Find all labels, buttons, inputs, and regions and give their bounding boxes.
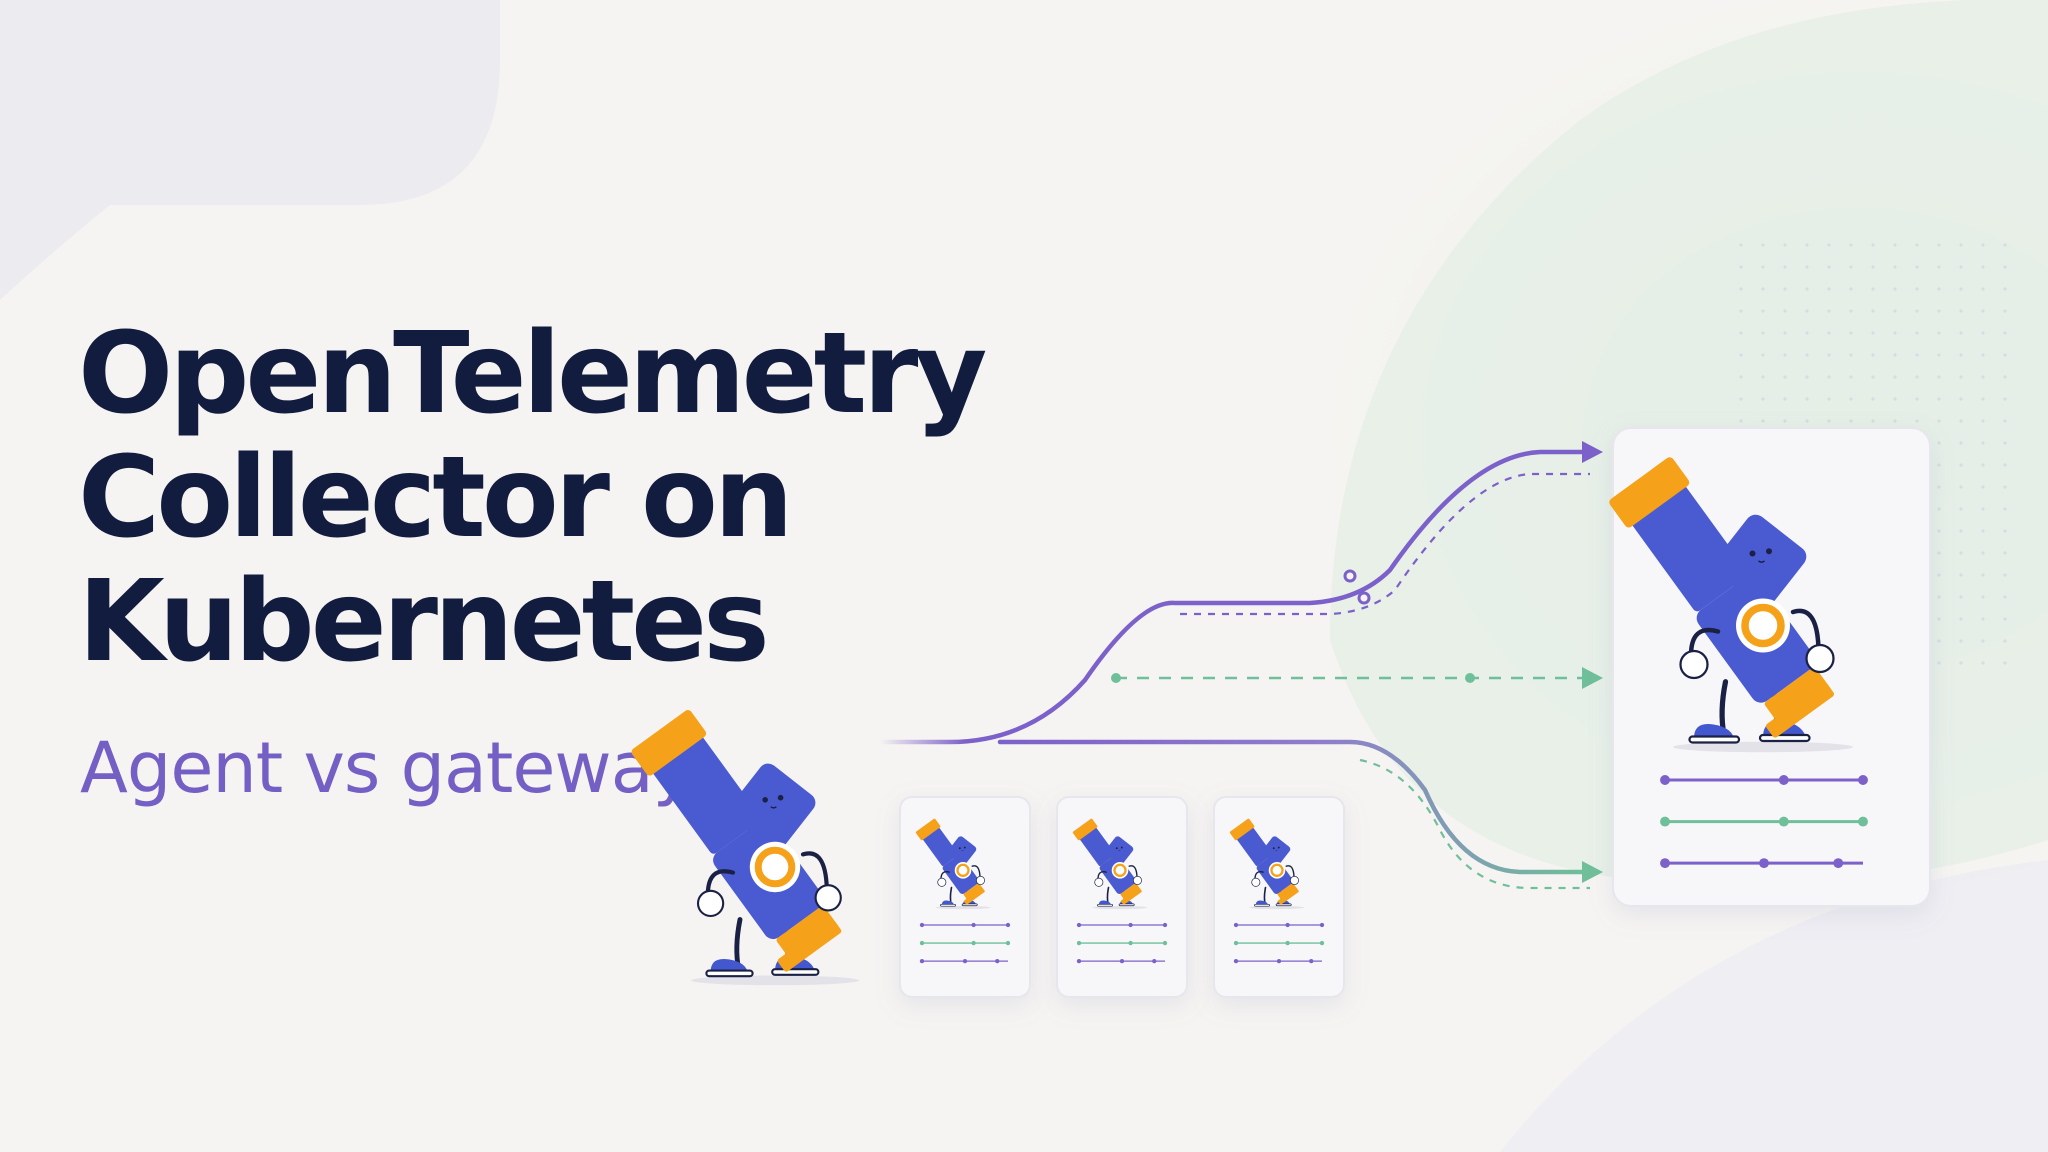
purple-flow-line-upper <box>877 449 1588 745</box>
gateway-card <box>1604 427 1931 907</box>
flow-node <box>1357 591 1371 605</box>
arrow-right-icon <box>1582 667 1603 689</box>
agent-card-1 <box>899 796 1031 998</box>
purple-dashed-line <box>1180 472 1590 616</box>
title-line-1: OpenTelemetry <box>78 309 987 439</box>
flow-node <box>1111 673 1121 683</box>
corner-blob-bottom-right <box>1500 860 2048 1152</box>
title-line-2: Collector on <box>78 433 794 563</box>
agent-cards <box>899 796 1345 998</box>
page-title: OpenTelemetry Collector on Kubernetes <box>78 309 987 687</box>
agent-card-2 <box>1056 796 1188 998</box>
arrow-right-icon <box>1582 861 1603 883</box>
flow-lines <box>877 441 1603 890</box>
purple-flow-line-lower <box>997 739 1588 875</box>
title-line-3: Kubernetes <box>78 557 770 687</box>
corner-blob-top-left <box>0 0 500 205</box>
green-dashed-line-lower <box>1359 758 1590 890</box>
page-subtitle: Agent vs gateway <box>80 727 694 809</box>
arrow-right-icon <box>1582 441 1603 463</box>
agent-card-3 <box>1213 796 1345 998</box>
agent-mascot <box>627 708 859 985</box>
flow-node <box>1343 569 1357 583</box>
corner-blob-left <box>0 205 110 300</box>
flow-node <box>1465 673 1475 683</box>
